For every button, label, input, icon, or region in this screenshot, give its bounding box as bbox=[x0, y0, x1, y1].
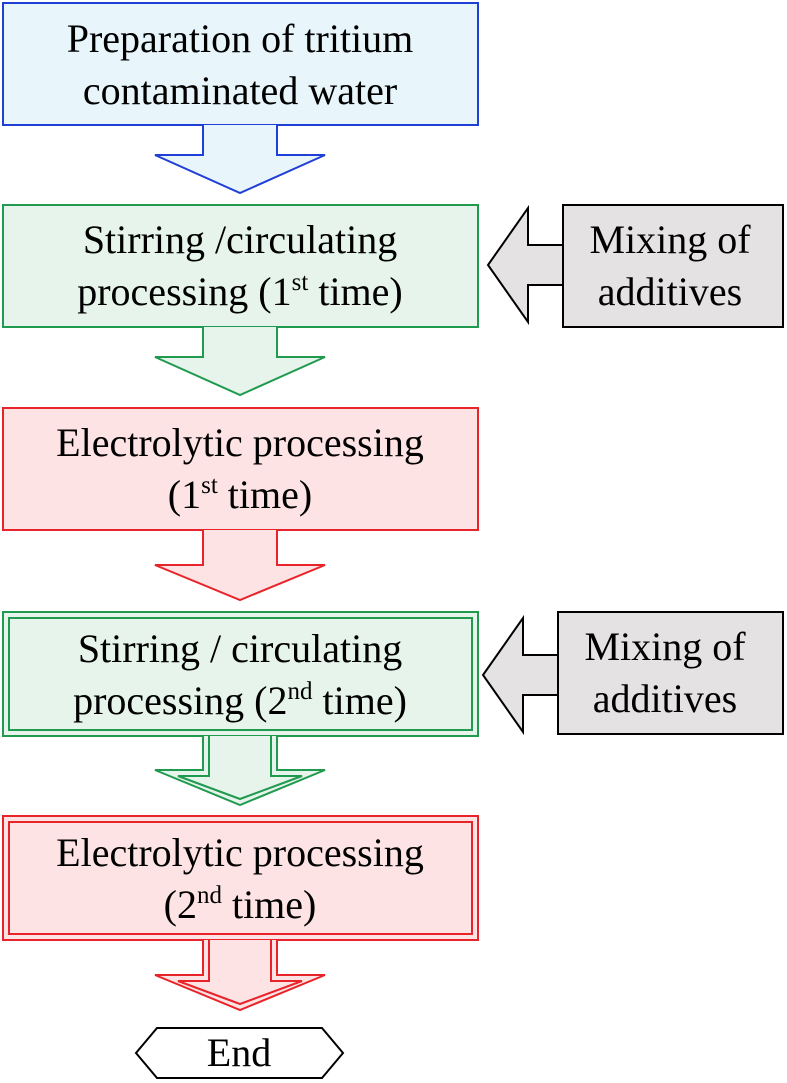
down-arrow-1 bbox=[154, 125, 326, 195]
step-electrolytic-2-line1: Electrolytic processing bbox=[56, 830, 424, 875]
step-stirring-1: Stirring /circulating processing (1st ti… bbox=[2, 204, 479, 328]
step-preparation-line1: Preparation of tritium bbox=[67, 16, 414, 61]
step-electrolytic-2-box-outer bbox=[2, 815, 479, 941]
step-stirring-2-line1: Stirring / circulating bbox=[78, 626, 402, 671]
end-hexagon bbox=[134, 1027, 345, 1079]
step-stirring-1-line2: processing (1st time) bbox=[77, 269, 403, 314]
additives-2-line2: additives bbox=[593, 676, 737, 721]
additives-1-box bbox=[562, 204, 784, 328]
step-electrolytic-2: Electrolytic processing (2nd time) bbox=[2, 815, 479, 941]
left-arrow-1 bbox=[486, 204, 563, 326]
additives-2-box bbox=[557, 611, 784, 735]
step-electrolytic-1: Electrolytic processing (1st time) bbox=[2, 407, 479, 531]
step-stirring-1-box bbox=[2, 204, 479, 328]
step-stirring-2-box-inner bbox=[8, 617, 473, 731]
down-arrow-2 bbox=[154, 327, 326, 397]
additives-1-line2: additives bbox=[598, 269, 742, 314]
step-preparation-line2: contaminated water bbox=[83, 68, 397, 113]
step-electrolytic-2-box-inner bbox=[8, 821, 473, 935]
down-arrow-4 bbox=[154, 736, 326, 807]
left-arrow-2 bbox=[481, 614, 558, 736]
step-preparation: Preparation of tritium contaminated wate… bbox=[2, 2, 479, 126]
step-preparation-box bbox=[2, 2, 479, 126]
step-electrolytic-1-line1: Electrolytic processing bbox=[56, 420, 424, 465]
step-stirring-2-box-outer bbox=[2, 611, 479, 737]
step-electrolytic-2-line2: (2nd time) bbox=[164, 882, 317, 927]
additives-2-line1: Mixing of bbox=[584, 624, 746, 669]
step-stirring-2: Stirring / circulating processing (2nd t… bbox=[2, 611, 479, 737]
additives-2: Mixing of additives bbox=[481, 611, 784, 736]
step-electrolytic-1-box bbox=[2, 407, 479, 531]
end-terminator: End bbox=[134, 1027, 345, 1079]
step-stirring-2-line2: processing (2nd time) bbox=[73, 678, 407, 723]
down-arrow-3 bbox=[154, 530, 326, 602]
step-stirring-1-line1: Stirring /circulating bbox=[83, 217, 397, 262]
additives-1-line1: Mixing of bbox=[589, 217, 751, 262]
end-label: End bbox=[207, 1030, 271, 1075]
down-arrow-5 bbox=[154, 940, 326, 1012]
step-electrolytic-1-line2: (1st time) bbox=[168, 472, 312, 517]
additives-1: Mixing of additives bbox=[486, 204, 784, 328]
